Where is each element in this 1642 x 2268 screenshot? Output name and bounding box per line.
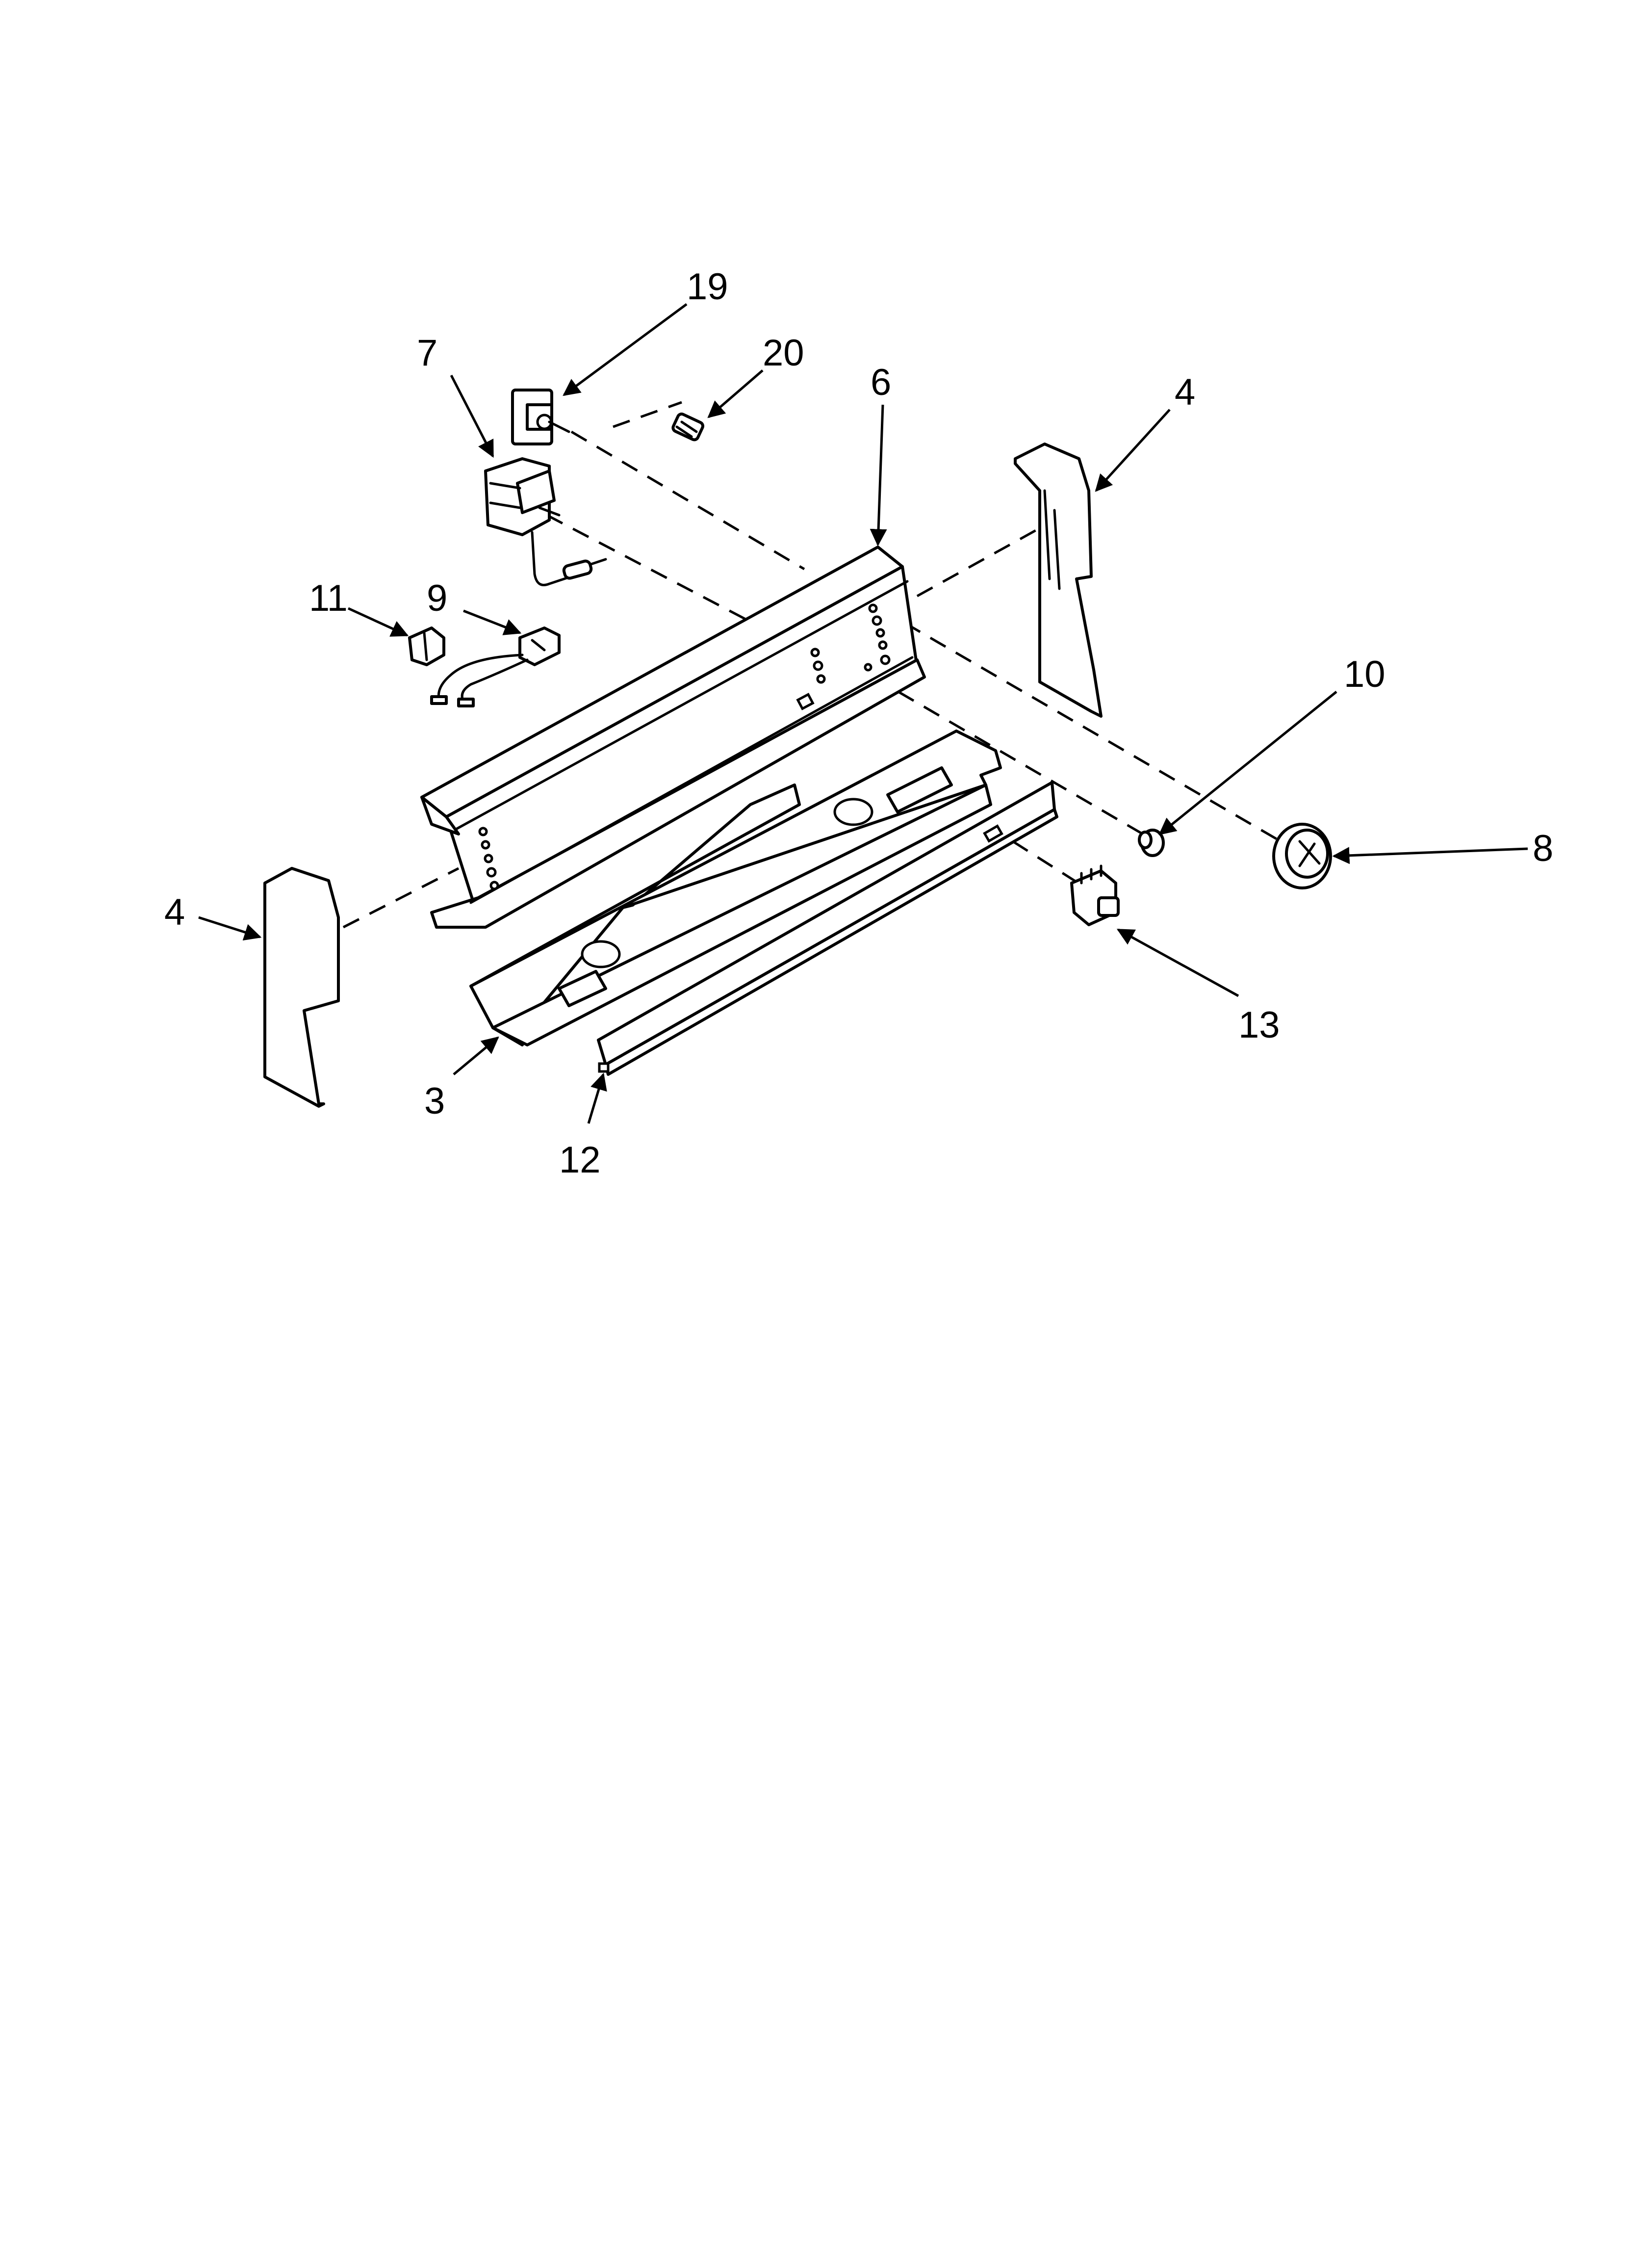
end-cap-right-part-4 [1014,443,1103,718]
knob-part-8 [1272,823,1332,889]
callout-3: 3 [424,1080,445,1122]
switch-part-19 [511,389,570,445]
end-cap-left-part-4 [263,867,340,1108]
plate-part-3 [469,730,1002,1046]
screw-part-20 [671,412,705,442]
callout-6: 6 [871,362,891,403]
callout-20: 20 [763,332,804,374]
infinite-switch-part-7 [484,457,607,586]
harness-part-9 [430,626,561,707]
callout-10: 10 [1344,653,1385,695]
rocker-switch-part-13 [1070,864,1120,926]
callout-labels: 19 7 20 6 4 11 9 10 8 4 13 3 12 [164,266,1553,1181]
callout-19: 19 [687,266,728,308]
leader-arrows [198,303,1528,1124]
callout-4-left: 4 [164,891,185,933]
callout-13: 13 [1238,1004,1280,1046]
callout-12: 12 [559,1139,601,1181]
clip-part-11 [408,626,445,666]
trim-strip-part-12 [597,781,1058,1076]
indicator-light-part-10 [1138,829,1165,857]
callout-11: 11 [309,577,348,619]
console-panel-part-6 [420,546,926,929]
callout-4-right: 4 [1175,371,1195,413]
callout-8: 8 [1533,828,1553,869]
callout-7: 7 [417,332,437,374]
callout-9: 9 [427,577,447,619]
